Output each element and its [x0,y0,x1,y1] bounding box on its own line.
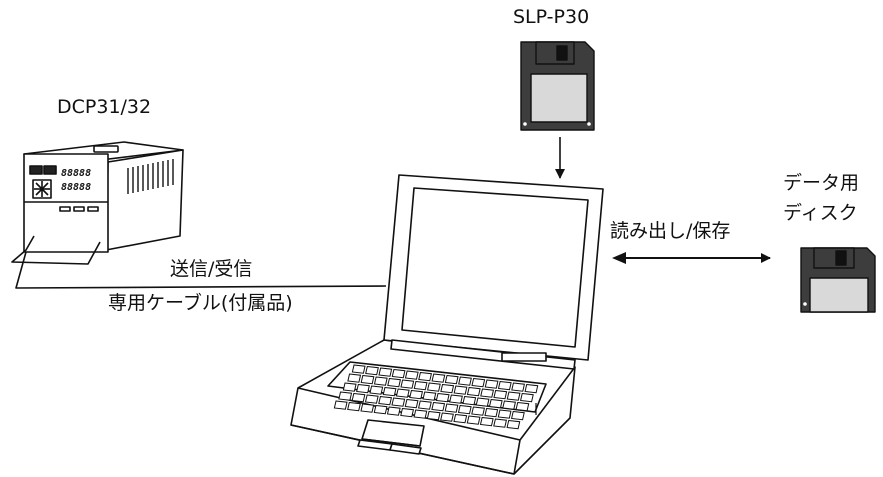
keyboard-key [413,380,428,391]
keyboard-key [347,373,362,383]
keyboard-key [387,377,402,388]
laptop-keyboard [333,364,539,430]
keyboard-key [404,398,419,409]
keyboard-key [453,413,468,424]
keyboard-key [475,397,490,407]
keyboard-key [426,410,441,421]
software-disk-label: SLP-P30 [513,6,590,28]
keyboard-key [471,377,486,388]
keyboard-key [360,374,375,385]
keyboard-key [413,409,428,419]
keyboard-key [502,400,517,410]
controller-device-icon [23,141,184,253]
keyboard-key [391,397,406,407]
keyboard-key [449,394,463,404]
keyboard-key [356,383,370,394]
keyboard-key [426,382,441,392]
keyboard-key [519,392,534,403]
data-floppy-disk-icon [800,247,876,313]
keyboard-key [351,392,366,403]
keyboard-key [435,392,450,403]
keyboard-key [409,389,424,400]
keyboard-key [466,415,481,425]
keyboard-key [373,376,388,386]
keyboard-key [351,364,366,374]
keyboard-key [506,391,521,401]
keyboard-key [466,386,481,397]
keyboard-key [497,380,512,391]
keyboard-key [457,404,472,415]
keyboard-key [360,403,375,413]
keyboard-key [338,391,353,401]
keyboard-key [458,376,472,386]
keyboard-key [404,370,419,380]
keyboard-key [431,401,446,412]
keyboard-key [493,389,508,400]
keyboard-key [369,385,384,395]
keyboard-key [378,367,393,377]
controller-display-top: 88888 [61,168,91,179]
keyboard-key [462,395,477,406]
keyboard-key [422,391,437,401]
keyboard-key [391,368,406,379]
controller-label: DCP31/32 [57,96,152,118]
keyboard-key [479,416,494,427]
keyboard-key [347,401,361,412]
keyboard-key [444,374,459,385]
data-disk-label-line1: データ用 [783,172,860,194]
keyboard-key [480,388,495,398]
software-floppy-disk-icon [520,41,595,131]
send-receive-label: 送信/受信 [170,258,253,280]
keyboard-key [471,406,486,416]
keyboard-key [488,398,503,409]
keyboard-key [431,373,446,383]
controller-display-bottom: 88888 [61,182,91,193]
keyboard-key [515,401,530,412]
keyboard-key [386,406,401,416]
keyboard-key [382,386,397,397]
read-write-label: 読み出し/保存 [610,220,731,242]
keyboard-key [484,407,499,418]
keyboard-key [484,379,499,389]
keyboard-key [378,395,393,406]
keyboard-key [400,407,415,418]
keyboard-key [395,388,410,398]
keyboard-key [333,400,348,410]
keyboard-key [506,419,521,430]
dedicated-cable [11,235,387,289]
keyboard-key [342,382,357,392]
keyboard-key [373,404,388,415]
read-write-arrowhead-left [612,252,626,264]
keyboard-key [453,385,468,395]
keyboard-key [497,409,512,419]
keyboard-key [418,371,433,382]
keyboard-key [440,383,455,394]
keyboard-key [400,379,415,389]
keyboard-key [444,403,459,413]
keyboard-key [440,412,454,422]
data-disk-label-line2: ディスク [783,202,858,224]
keyboard-key [365,365,379,376]
keyboard-key [510,410,525,421]
keyboard-key [364,394,379,404]
laptop-computer-icon [290,174,604,475]
keyboard-key [417,400,432,410]
keyboard-key [493,418,508,428]
keyboard-key [511,382,526,392]
keyboard-key [524,383,539,394]
cable-label: 専用ケーブル(付属品) [108,292,293,314]
